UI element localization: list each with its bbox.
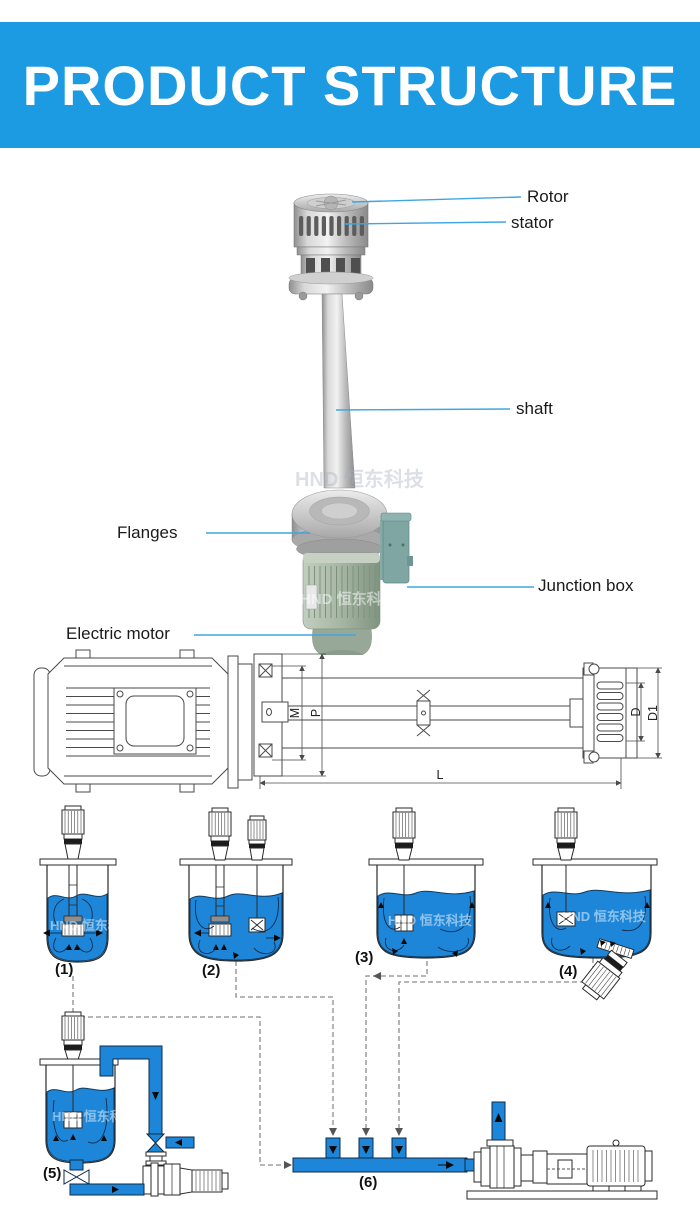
- flange-disc: [291, 489, 388, 560]
- shaft: [321, 293, 356, 489]
- stator-label: stator: [511, 213, 554, 232]
- technical-drawing: M P L D D1: [33, 649, 662, 793]
- mixer-1: [61, 805, 85, 937]
- dim-label-d1: D1: [646, 705, 660, 721]
- flow-arrows-2: [194, 896, 281, 959]
- diagram-label-5: (5): [43, 1165, 62, 1182]
- connector-3: [365, 961, 428, 1128]
- diagram-label-6: (6): [359, 1174, 378, 1191]
- manifold-system: [292, 1101, 658, 1200]
- drawing-motor: [33, 649, 253, 793]
- mixer-4: [554, 807, 578, 927]
- bottom-diagrams: [39, 1011, 658, 1200]
- tank-1: [39, 805, 117, 963]
- rotor-stator-head: [288, 193, 374, 301]
- page-title: PRODUCT STRUCTURE: [22, 53, 678, 117]
- motor-nameplate: [305, 584, 318, 610]
- junction-box: [380, 512, 413, 584]
- dim-label-m: M: [288, 708, 302, 718]
- electric-motor-label: Electric motor: [66, 624, 170, 643]
- dim-label-l: L: [437, 768, 444, 782]
- mixer-5: [61, 1011, 85, 1061]
- drawing-flange-plate: [253, 653, 289, 777]
- inline-emulsifier-pump: [464, 1101, 658, 1200]
- recirculation-system: [39, 1011, 229, 1197]
- leader-lines: [194, 196, 534, 636]
- shaft-label: shaft: [516, 399, 553, 418]
- product-photo-illustration: [194, 193, 534, 655]
- diagram-label-3: (3): [355, 949, 374, 966]
- tank-3: [368, 807, 484, 959]
- flow-arrows-1: [43, 898, 103, 953]
- dim-label-p: P: [309, 709, 323, 717]
- diagram-label-4: (4): [559, 963, 578, 980]
- inline-pump: [142, 1162, 229, 1197]
- mixer-3: [392, 807, 416, 932]
- diagram-label-1: (1): [55, 961, 74, 978]
- connector-2: [235, 961, 334, 1128]
- stator-leader-line: [343, 221, 507, 225]
- drawing-shaft-tube: [282, 677, 586, 749]
- mixer-2-main: [208, 807, 232, 937]
- drain-valve: [63, 1169, 90, 1185]
- rotor-leader-line: [351, 196, 522, 203]
- tank-diagrams: [39, 805, 658, 1001]
- flanges-label: Flanges: [117, 523, 178, 542]
- rotor-label: Rotor: [527, 187, 569, 206]
- junction-box-label: Junction box: [538, 576, 634, 595]
- connector-1: [72, 976, 284, 1166]
- inline-homogenizer: [581, 938, 635, 1001]
- header-banner: PRODUCT STRUCTURE: [0, 22, 700, 148]
- shaft-leader-line: [335, 408, 511, 411]
- drain-pipe: [69, 1159, 84, 1171]
- dimension-lines: M P L D D1: [259, 653, 662, 789]
- tank-4: [532, 807, 658, 1001]
- diagram-label-2: (2): [202, 962, 221, 979]
- electric-motor: [302, 552, 381, 655]
- flow-arrows-3: [378, 895, 475, 957]
- recirc-valve: [145, 1133, 166, 1153]
- tank-2: [179, 807, 293, 962]
- dim-label-d: D: [629, 707, 643, 716]
- flow-arrows-4: [545, 895, 650, 955]
